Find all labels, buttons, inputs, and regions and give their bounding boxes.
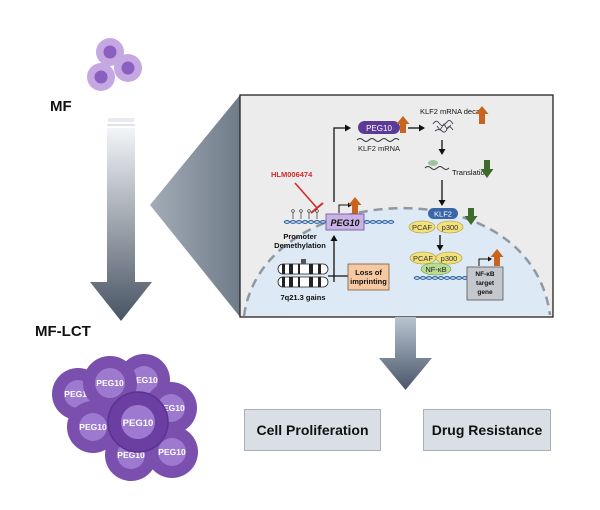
klf2-pill xyxy=(428,208,458,219)
dna-strand-icon xyxy=(363,219,395,225)
nuclear-membrane xyxy=(242,207,552,317)
dna-strand-icon xyxy=(363,219,395,225)
p300-ellipse xyxy=(436,220,464,234)
cell-label: PEG10 xyxy=(123,418,154,429)
translation-label: Translation xyxy=(452,168,489,177)
tss-arrow-icon xyxy=(478,258,490,266)
inhibition-bar xyxy=(310,202,324,214)
mf-lct-label: MF-LCT xyxy=(35,323,91,340)
ribosome-icon xyxy=(428,160,438,166)
nfkb-target-gene-box xyxy=(466,266,504,301)
loi-line2: imprinting xyxy=(350,277,387,286)
cell-label: PEG10 xyxy=(64,389,92,399)
down-arrow-icon xyxy=(464,208,478,225)
p300-label: p300 xyxy=(441,254,458,263)
klf2-label: KLF2 xyxy=(434,210,452,219)
inhibition-icon xyxy=(294,182,318,209)
degraded-mrna-icon xyxy=(432,119,454,133)
cell-label: PEG10 xyxy=(117,450,145,460)
dna-strand-icon xyxy=(283,219,327,225)
demethylation-label: Demethylation xyxy=(274,241,326,250)
methylation-marks xyxy=(291,209,319,219)
peg10-protein-pill xyxy=(358,121,400,134)
target-line2: target xyxy=(476,280,495,287)
p300-label: p300 xyxy=(442,223,459,232)
p300-ellipse xyxy=(435,251,463,265)
target-line1: NF-κB xyxy=(475,271,494,278)
up-arrow-icon xyxy=(475,106,489,124)
cell-label: PEG10 xyxy=(130,375,158,385)
klf2-decay-label: KLF2 mRNA decay xyxy=(420,107,484,116)
pcaf-label: PCAF xyxy=(412,223,432,232)
cell-label: PEG10 xyxy=(96,378,124,388)
down-arrow-icon xyxy=(480,160,494,178)
up-arrow-icon xyxy=(490,249,504,266)
cell-proliferation-box: Cell Proliferation xyxy=(244,409,381,451)
klf2-mrna-label: KLF2 mRNA xyxy=(358,144,400,153)
gain-locus-label: 7q21.3 gains xyxy=(280,293,325,302)
loss-of-imprinting-box xyxy=(347,263,390,291)
dna-strand-icon xyxy=(424,166,450,170)
lct-cell: PEG10 xyxy=(107,391,169,453)
zoom-cone xyxy=(150,95,240,317)
loi-line1: Loss of xyxy=(355,268,382,277)
promoter-label: Promoter xyxy=(283,232,316,241)
cell-label: PEG10 xyxy=(158,447,186,457)
dna-strand-icon xyxy=(283,219,327,225)
cell-label: PEG10 xyxy=(157,403,185,413)
tss-arrow-icon xyxy=(338,204,350,213)
cell-label: PEG10 xyxy=(79,422,107,432)
up-arrow-icon xyxy=(396,116,410,133)
peg10-protein-label: PEG10 xyxy=(366,124,392,133)
peg10-feedback-line xyxy=(333,124,351,202)
dna-strand-icon xyxy=(356,138,400,142)
mf-lct-cells: PEG10 PEG10 PEG10 PEG10 PEG10 PEG10 PEG1… xyxy=(52,354,198,481)
pcaf-ellipse xyxy=(408,220,436,234)
peg10-gene-label: PEG10 xyxy=(330,218,359,228)
pcaf-label: PCAF xyxy=(413,254,433,263)
nfkb-ellipse xyxy=(420,262,452,276)
target-line3: gene xyxy=(477,289,493,296)
up-arrow-icon xyxy=(348,197,362,214)
mf-to-lct-arrow xyxy=(90,118,152,321)
drug-resistance-box: Drug Resistance xyxy=(423,409,551,451)
chromosome-icon xyxy=(277,259,329,288)
nfkb-label: NF-κB xyxy=(425,265,446,274)
mf-cells xyxy=(87,38,142,91)
outcome-arrow xyxy=(379,317,432,390)
mf-label: MF xyxy=(50,98,72,115)
lct-cell: PEG10 xyxy=(67,401,119,453)
inhibitor-label: HLM006474 xyxy=(271,170,313,179)
